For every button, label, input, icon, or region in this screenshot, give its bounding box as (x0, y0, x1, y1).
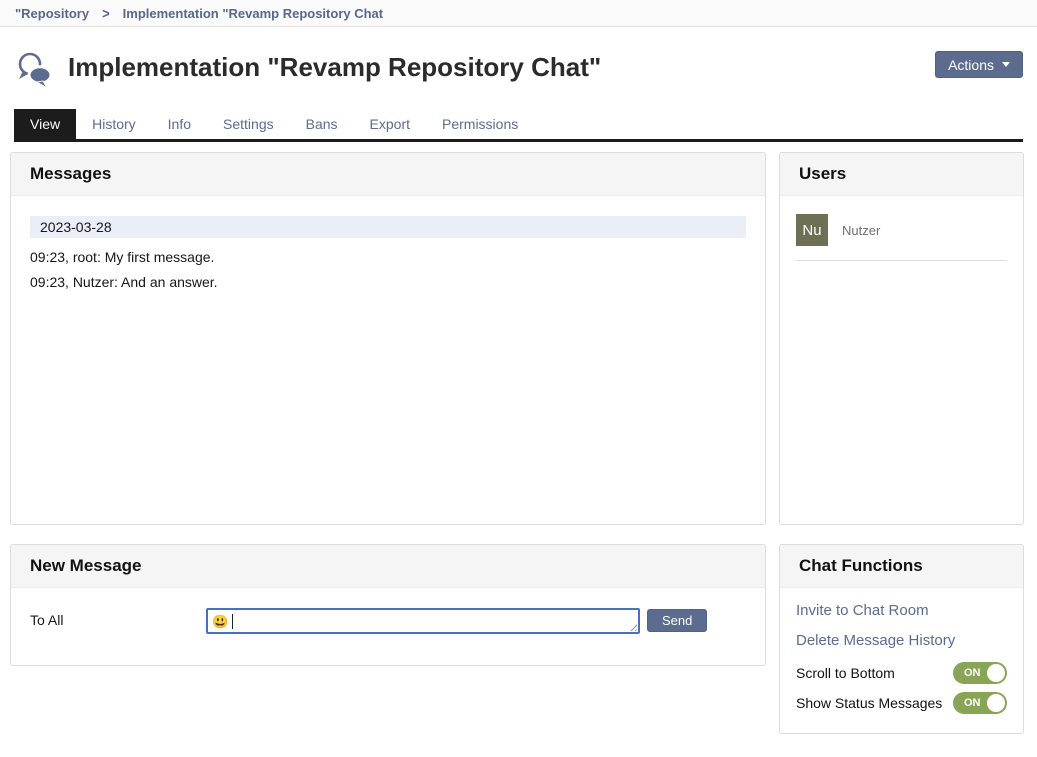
chat-functions-panel-title: Chat Functions (780, 545, 1023, 588)
tab-bans[interactable]: Bans (305, 116, 338, 132)
page-header: Implementation "Revamp Repository Chat" … (14, 44, 1023, 96)
actions-button-label: Actions (948, 56, 994, 73)
chat-functions-list: Invite to Chat Room Delete Message Histo… (780, 588, 1023, 714)
chevron-right-icon: > (102, 4, 110, 22)
chat-message: 09:23, Nutzer: And an answer. (30, 274, 218, 290)
tab-settings[interactable]: Settings (223, 116, 274, 132)
users-panel: Users Nu Nutzer (779, 152, 1024, 525)
tab-view[interactable]: View (14, 109, 77, 139)
breadcrumb: "Repository > Implementation "Revamp Rep… (0, 0, 1037, 27)
tab-permissions[interactable]: Permissions (442, 116, 519, 132)
show-status-messages-label: Show Status Messages (796, 695, 943, 711)
tab-bar: View History Info Settings Bans Export P… (14, 109, 1023, 142)
send-button[interactable]: Send (647, 609, 708, 632)
scroll-to-bottom-label: Scroll to Bottom (796, 665, 895, 681)
chat-bubbles-icon (14, 50, 54, 95)
breadcrumb-item-repository[interactable]: "Repository (15, 5, 90, 21)
chat-message: 09:23, root: My first message. (30, 249, 215, 265)
toggle-state-label: ON (964, 667, 981, 679)
emoji-picker-icon[interactable]: 😃 (212, 613, 229, 629)
invite-to-chat-room-link[interactable]: Invite to Chat Room (796, 602, 929, 619)
new-message-form: To All 😃 Send (11, 588, 765, 654)
messages-panel-title: Messages (11, 153, 765, 196)
show-status-messages-toggle[interactable]: ON (953, 692, 1007, 714)
tab-history[interactable]: History (92, 116, 136, 132)
actions-button[interactable]: Actions (935, 51, 1023, 78)
scroll-to-bottom-row: Scroll to Bottom ON (796, 662, 1007, 684)
page-title: Implementation "Revamp Repository Chat" (68, 52, 602, 82)
chat-functions-panel: Chat Functions Invite to Chat Room Delet… (779, 544, 1024, 734)
users-panel-title: Users (780, 153, 1023, 196)
resize-handle[interactable] (628, 622, 637, 631)
breadcrumb-item-current[interactable]: Implementation "Revamp Repository Chat (122, 5, 384, 21)
recipient-label: To All (30, 612, 64, 628)
new-message-panel-title: New Message (11, 545, 765, 588)
messages-panel: Messages 2023-03-28 09:23, root: My firs… (10, 152, 766, 525)
messages-list: 2023-03-28 09:23, root: My first message… (11, 196, 765, 315)
new-message-panel: New Message To All 😃 Send (10, 544, 766, 666)
toggle-knob (987, 664, 1005, 682)
caret-down-icon (1002, 62, 1010, 67)
tab-export[interactable]: Export (369, 116, 410, 132)
users-list: Nu Nutzer (780, 196, 1023, 279)
toggle-state-label: ON (964, 697, 981, 709)
date-separator: 2023-03-28 (30, 216, 746, 238)
toggle-knob (987, 694, 1005, 712)
user-name: Nutzer (842, 222, 881, 238)
tab-info[interactable]: Info (167, 116, 192, 132)
delete-message-history-link[interactable]: Delete Message History (796, 632, 956, 649)
show-status-messages-row: Show Status Messages ON (796, 692, 1007, 714)
user-avatar: Nu (796, 214, 828, 246)
message-input[interactable]: 😃 (206, 608, 640, 634)
user-list-item: Nu Nutzer (796, 214, 1007, 261)
scroll-to-bottom-toggle[interactable]: ON (953, 662, 1007, 684)
text-cursor (232, 613, 234, 629)
